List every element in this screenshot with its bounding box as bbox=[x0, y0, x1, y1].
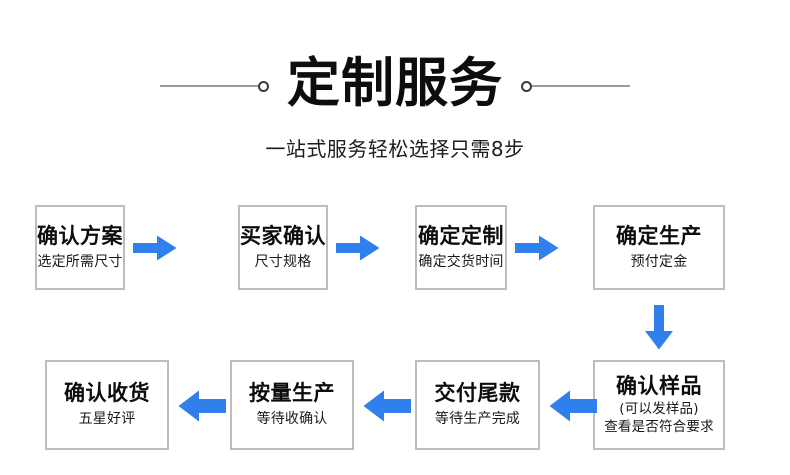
arrow-down-icon bbox=[645, 305, 673, 350]
flow-step-2[interactable]: 买家确认 尺寸规格 bbox=[238, 205, 328, 290]
flow-step-7-title: 按量生产 bbox=[249, 381, 335, 406]
arrow-left-icon-2 bbox=[363, 390, 411, 422]
flow-step-1[interactable]: 确认方案 选定所需尺寸 bbox=[35, 205, 125, 290]
flow-step-3[interactable]: 确定定制 确定交货时间 bbox=[415, 205, 507, 290]
flow-step-5-subtitle-2: 查看是否符合要求 bbox=[604, 418, 714, 435]
decoration-circle-left-icon bbox=[258, 80, 269, 92]
flow-step-3-subtitle: 确定交货时间 bbox=[418, 253, 504, 270]
flow-step-8-subtitle: 五星好评 bbox=[78, 411, 136, 428]
flow-step-4-title: 确定生产 bbox=[616, 223, 702, 248]
flow-step-6-subtitle: 等待生产完成 bbox=[434, 411, 521, 428]
flow-step-2-title: 买家确认 bbox=[240, 223, 326, 248]
flow-step-1-title: 确认方案 bbox=[37, 223, 123, 248]
flow-step-8-title: 确认收货 bbox=[64, 381, 150, 406]
decoration-line-right bbox=[532, 85, 630, 87]
flow-step-6-title: 交付尾款 bbox=[434, 381, 521, 406]
flow-step-5[interactable]: 确认样品 (可以发样品) 查看是否符合要求 bbox=[593, 360, 725, 450]
arrow-right-icon-1 bbox=[133, 235, 177, 261]
flow-step-7-subtitle: 等待收确认 bbox=[256, 411, 328, 428]
title-row: 定制服务 bbox=[0, 52, 790, 120]
flow-step-7[interactable]: 按量生产 等待收确认 bbox=[230, 360, 354, 450]
flow-step-4[interactable]: 确定生产 预付定金 bbox=[593, 205, 725, 290]
flow-step-5-title: 确认样品 bbox=[616, 373, 702, 398]
decoration-line-left bbox=[160, 85, 258, 87]
arrow-right-icon-2 bbox=[336, 235, 380, 261]
flow-step-1-subtitle: 选定所需尺寸 bbox=[37, 253, 123, 270]
decoration-circle-right-icon bbox=[521, 80, 532, 92]
flow-step-5-subtitle: (可以发样品) bbox=[619, 401, 699, 418]
arrow-left-icon-3 bbox=[178, 390, 226, 422]
flow-step-6[interactable]: 交付尾款 等待生产完成 bbox=[415, 360, 540, 450]
flow-step-2-subtitle: 尺寸规格 bbox=[254, 253, 312, 270]
arrow-right-icon-3 bbox=[515, 235, 559, 261]
page-subtitle: 一站式服务轻松选择只需8步 bbox=[265, 137, 525, 161]
flow-step-8[interactable]: 确认收货 五星好评 bbox=[45, 360, 169, 450]
arrow-left-icon-1 bbox=[549, 390, 597, 422]
page-title: 定制服务 bbox=[287, 52, 503, 114]
flow-step-3-title: 确定定制 bbox=[418, 223, 504, 248]
page-header: 定制服务 一站式服务轻松选择只需8步 bbox=[0, 0, 790, 180]
flow-step-4-subtitle: 预付定金 bbox=[630, 253, 688, 270]
